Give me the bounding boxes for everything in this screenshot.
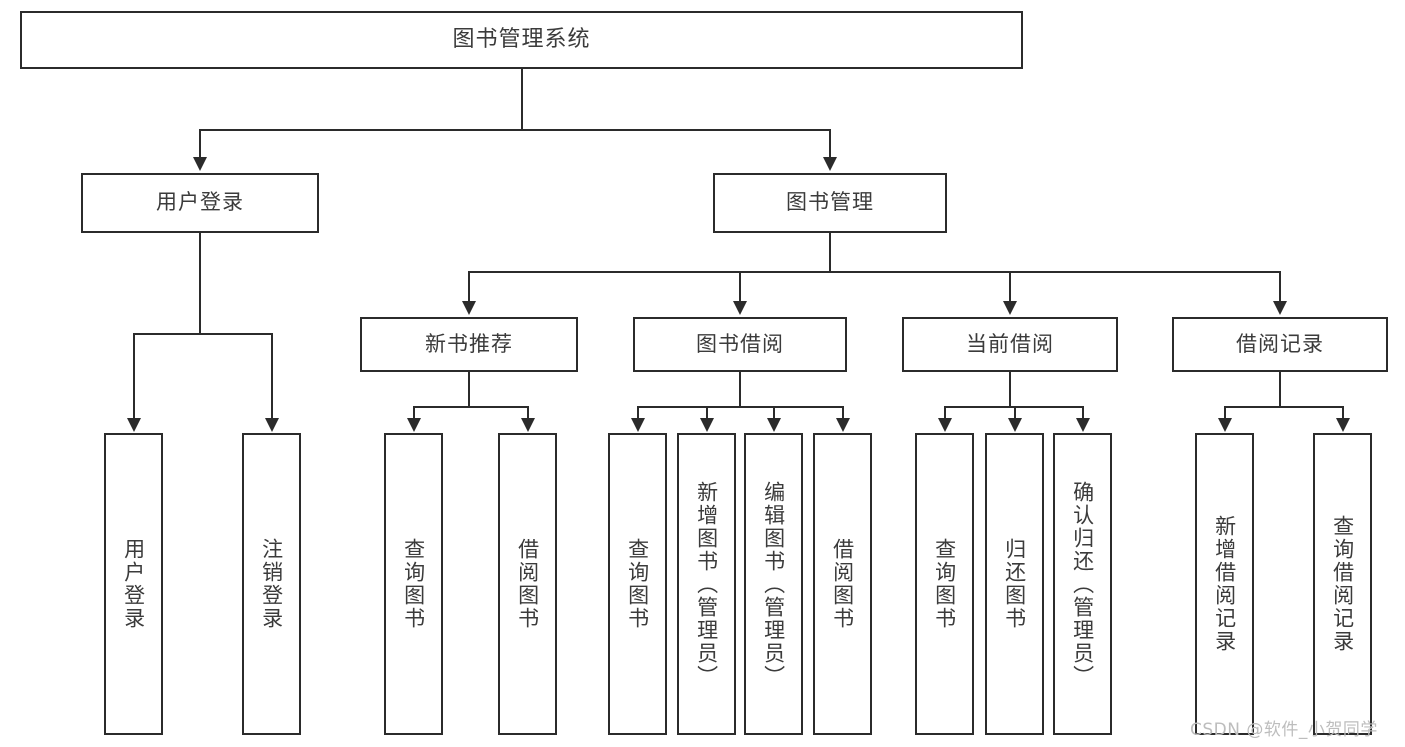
node-label: 注销登录 — [259, 538, 284, 630]
connector-borrowrecord-to-leaf1 — [1224, 406, 1226, 420]
node-label: 借阅记录 — [1236, 331, 1324, 356]
connector-borrowrecord-stem — [1279, 372, 1281, 406]
leaf-newbook-query-book[interactable]: 查询图书 — [384, 433, 443, 735]
node-label: 图书借阅 — [696, 331, 784, 356]
node-book-management[interactable]: 图书管理 — [713, 173, 947, 233]
connector-borrowrecord-bus — [1224, 406, 1342, 408]
arrowhead-icon — [462, 301, 476, 315]
arrowhead-icon — [1218, 418, 1232, 432]
node-label: 查询借阅记录 — [1330, 515, 1355, 653]
arrowhead-icon — [193, 157, 207, 171]
connector-bookmgmt-to-l2a — [468, 271, 470, 303]
arrowhead-icon — [265, 418, 279, 432]
node-label: 用户登录 — [156, 190, 244, 215]
arrowhead-icon — [1008, 418, 1022, 432]
connector-root-stem — [521, 69, 523, 129]
connector-root-to-login — [199, 129, 201, 159]
node-current-borrow[interactable]: 当前借阅 — [902, 317, 1118, 372]
arrowhead-icon — [1003, 301, 1017, 315]
leaf-currentborrow-return-book[interactable]: 归还图书 — [985, 433, 1044, 735]
connector-bookborrow-bus — [637, 406, 842, 408]
connector-currentborrow-bus — [944, 406, 1082, 408]
node-label: 归还图书 — [1002, 538, 1027, 630]
connector-newbook-bus — [413, 406, 527, 408]
node-book-borrow[interactable]: 图书借阅 — [633, 317, 847, 372]
connector-login-bus — [133, 333, 271, 335]
leaf-bookborrow-edit-book[interactable]: 编辑图书（管理员） — [744, 433, 803, 735]
node-label: 查询图书 — [625, 538, 650, 630]
connector-bookborrow-to-leaf1 — [637, 406, 639, 420]
connector-newbook-to-leaf1 — [413, 406, 415, 420]
leaf-bookborrow-query-book[interactable]: 查询图书 — [608, 433, 667, 735]
connector-borrowrecord-to-leaf2 — [1342, 406, 1344, 420]
connector-bookmgmt-to-l2d — [1279, 271, 1281, 303]
leaf-bookborrow-add-book[interactable]: 新增图书（管理员） — [677, 433, 736, 735]
node-borrow-record[interactable]: 借阅记录 — [1172, 317, 1388, 372]
connector-newbook-stem — [468, 372, 470, 406]
node-label: 用户登录 — [121, 538, 146, 630]
connector-newbook-to-leaf2 — [527, 406, 529, 420]
leaf-borrowrecord-add-record[interactable]: 新增借阅记录 — [1195, 433, 1254, 735]
connector-bookborrow-to-leaf3 — [773, 406, 775, 420]
leaf-user-login[interactable]: 用户登录 — [104, 433, 163, 735]
connector-login-stem — [199, 233, 201, 333]
connector-currentborrow-to-leaf3 — [1082, 406, 1084, 420]
connector-root-bus — [199, 129, 831, 131]
connector-bookborrow-stem — [739, 372, 741, 406]
connector-bookborrow-to-leaf4 — [842, 406, 844, 420]
node-user-login[interactable]: 用户登录 — [81, 173, 319, 233]
node-label: 新增借阅记录 — [1212, 515, 1237, 653]
leaf-currentborrow-query-book[interactable]: 查询图书 — [915, 433, 974, 735]
node-label: 借阅图书 — [515, 538, 540, 630]
connector-currentborrow-to-leaf1 — [944, 406, 946, 420]
arrowhead-icon — [127, 418, 141, 432]
node-label: 图书管理 — [786, 190, 874, 215]
arrowhead-icon — [1273, 301, 1287, 315]
leaf-logout-login[interactable]: 注销登录 — [242, 433, 301, 735]
connector-root-to-bookmgmt — [829, 129, 831, 159]
arrowhead-icon — [521, 418, 535, 432]
arrowhead-icon — [700, 418, 714, 432]
connector-bookborrow-to-leaf2 — [706, 406, 708, 420]
leaf-borrowrecord-query-record[interactable]: 查询借阅记录 — [1313, 433, 1372, 735]
arrowhead-icon — [938, 418, 952, 432]
arrowhead-icon — [733, 301, 747, 315]
connector-login-to-leaf1 — [133, 333, 135, 420]
connector-currentborrow-to-leaf2 — [1014, 406, 1016, 420]
node-label: 确认归还（管理员） — [1070, 480, 1095, 688]
node-label: 查询图书 — [401, 538, 426, 630]
node-label: 查询图书 — [932, 538, 957, 630]
arrowhead-icon — [631, 418, 645, 432]
connector-bookmgmt-to-l2b — [739, 271, 741, 303]
connector-bookmgmt-bus — [468, 271, 1279, 273]
arrowhead-icon — [1076, 418, 1090, 432]
node-new-book-recommend[interactable]: 新书推荐 — [360, 317, 578, 372]
node-label: 新书推荐 — [425, 331, 513, 356]
node-label: 新增图书（管理员） — [694, 480, 719, 688]
leaf-bookborrow-borrow-book[interactable]: 借阅图书 — [813, 433, 872, 735]
leaf-newbook-borrow-book[interactable]: 借阅图书 — [498, 433, 557, 735]
arrowhead-icon — [836, 418, 850, 432]
arrowhead-icon — [407, 418, 421, 432]
connector-login-to-leaf2 — [271, 333, 273, 420]
node-root-system[interactable]: 图书管理系统 — [20, 11, 1023, 69]
arrowhead-icon — [823, 157, 837, 171]
node-label: 当前借阅 — [966, 331, 1054, 356]
leaf-currentborrow-confirm-return[interactable]: 确认归还（管理员） — [1053, 433, 1112, 735]
connector-currentborrow-stem — [1009, 372, 1011, 406]
arrowhead-icon — [767, 418, 781, 432]
arrowhead-icon — [1336, 418, 1350, 432]
connector-bookmgmt-to-l2c — [1009, 271, 1011, 303]
connector-bookmgmt-stem — [829, 233, 831, 271]
node-label: 编辑图书（管理员） — [761, 480, 786, 688]
node-label: 图书管理系统 — [452, 26, 591, 52]
node-label: 借阅图书 — [830, 538, 855, 630]
